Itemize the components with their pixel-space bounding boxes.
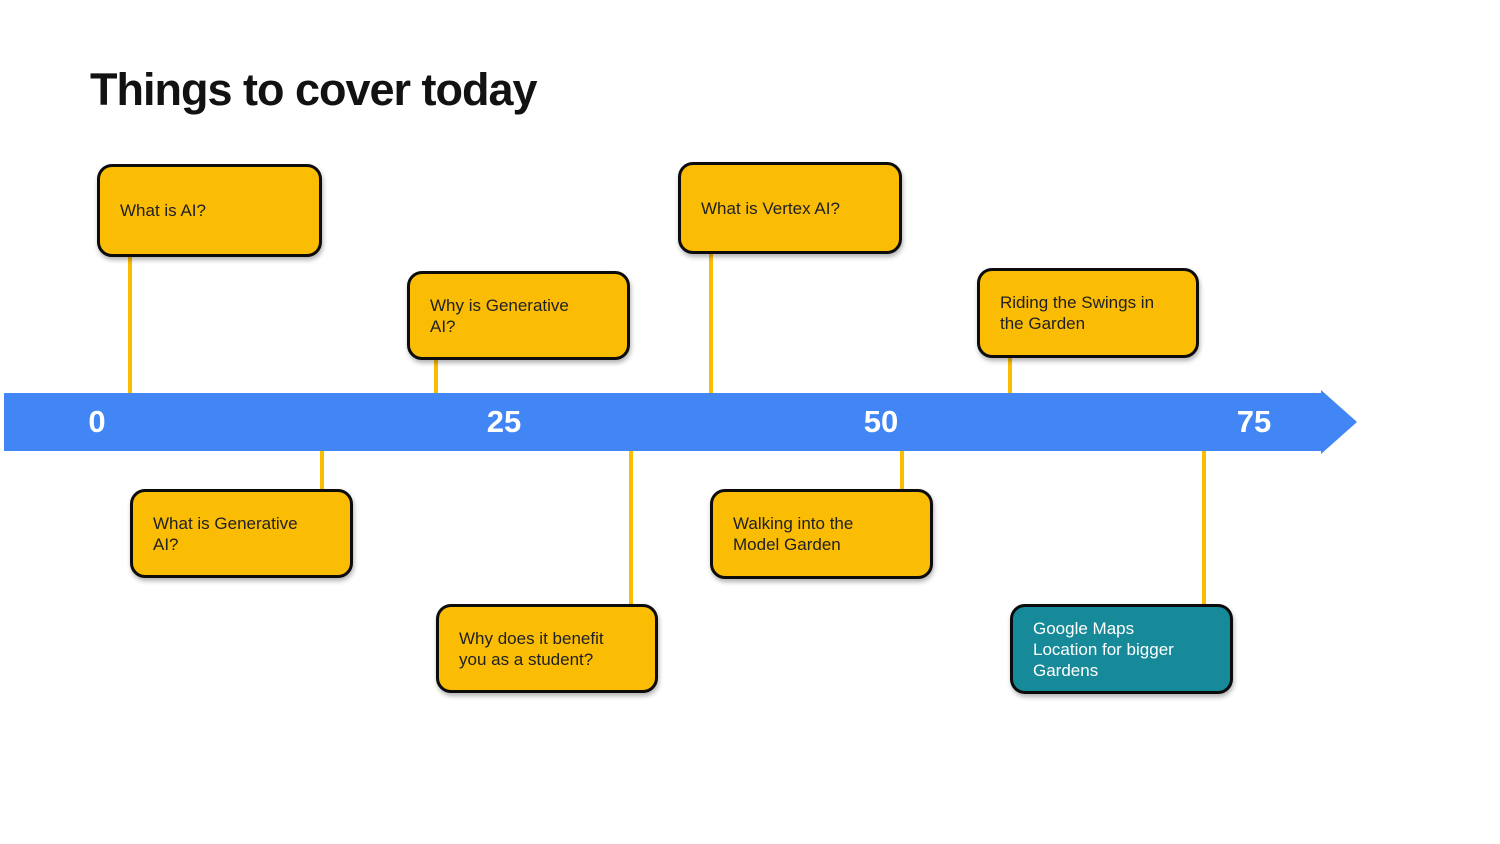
milestone-label: What is Vertex AI? (701, 198, 840, 218)
milestone-box-riding-the-swings: Riding the Swings in the Garden (977, 268, 1199, 358)
milestone-label: What is Generative AI? (153, 513, 298, 554)
milestone-label: Riding the Swings in the Garden (1000, 293, 1155, 333)
milestone-box-benefit-as-student: Why does it benefit you as a student? (436, 604, 658, 693)
milestone-label: Google Maps Location for bigger Gardens (1033, 618, 1174, 680)
milestone-label: Walking into the Model Garden (733, 514, 854, 554)
timeline-tick-label: 25 (486, 404, 522, 439)
connector-line (709, 252, 713, 393)
milestone-box-google-maps-location: Google Maps Location for bigger Gardens (1010, 604, 1233, 694)
connector-line (320, 451, 324, 489)
connector-line (900, 451, 904, 489)
timeline-tick-label: 75 (1236, 404, 1272, 439)
connector-line (434, 358, 438, 393)
milestone-box-what-is-vertex-ai: What is Vertex AI? (678, 162, 902, 254)
timeline-bar (4, 393, 1321, 451)
connector-line (128, 255, 132, 393)
connector-line (1008, 356, 1012, 393)
timeline-tick-label: 0 (88, 404, 106, 439)
milestone-box-what-is-ai: What is AI? (97, 164, 322, 257)
timeline-tick-label: 50 (863, 404, 899, 439)
milestone-box-model-garden: Walking into the Model Garden (710, 489, 933, 579)
connector-line (1202, 451, 1206, 604)
milestone-label: Why does it benefit you as a student? (459, 628, 604, 669)
milestone-label: Why is Generative AI? (430, 295, 569, 336)
milestone-box-why-is-generative-ai: Why is Generative AI? (407, 271, 630, 360)
page-title: Things to cover today (90, 64, 538, 115)
timeline-arrow-tip-icon (1321, 390, 1357, 454)
connector-line (629, 451, 633, 604)
milestone-box-what-is-generative-ai: What is Generative AI? (130, 489, 353, 578)
milestone-label: What is AI? (120, 201, 206, 220)
